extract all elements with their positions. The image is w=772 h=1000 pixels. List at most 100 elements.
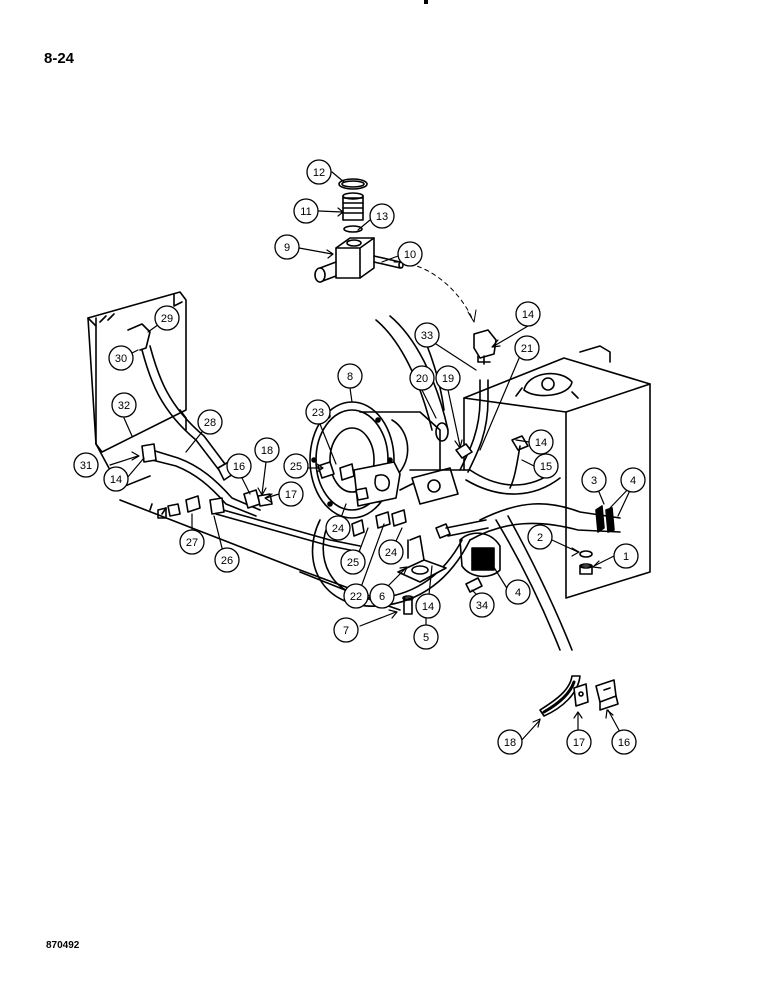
callout: 16 [226, 453, 252, 479]
svg-text:6: 6 [379, 591, 385, 603]
svg-text:19: 19 [442, 373, 454, 385]
svg-text:14: 14 [422, 601, 434, 613]
callout: 30 [108, 345, 134, 371]
svg-text:32: 32 [118, 400, 130, 412]
svg-text:4: 4 [630, 475, 636, 487]
callout: 11 [293, 198, 319, 224]
svg-text:22: 22 [350, 591, 362, 603]
callout: 12 [306, 159, 332, 185]
svg-text:3: 3 [591, 475, 597, 487]
svg-text:25: 25 [290, 461, 302, 473]
svg-text:16: 16 [618, 737, 630, 749]
callout: 31 [73, 452, 99, 478]
svg-text:2: 2 [537, 532, 543, 544]
clamp-detail [539, 675, 619, 717]
callout: 14 [415, 593, 441, 619]
svg-text:14: 14 [110, 474, 122, 486]
callout: 18 [254, 437, 280, 463]
svg-text:13: 13 [376, 211, 388, 223]
svg-text:23: 23 [312, 407, 324, 419]
svg-text:24: 24 [332, 523, 344, 535]
svg-text:30: 30 [115, 353, 127, 365]
svg-text:16: 16 [233, 461, 245, 473]
callout: 29 [154, 305, 180, 331]
callout: 14 [515, 301, 541, 327]
svg-text:17: 17 [285, 489, 297, 501]
svg-text:25: 25 [347, 557, 359, 569]
svg-text:7: 7 [343, 625, 349, 637]
svg-text:4: 4 [515, 587, 521, 599]
callout: 26 [214, 547, 240, 573]
svg-text:29: 29 [161, 313, 173, 325]
svg-text:18: 18 [504, 737, 516, 749]
callout: 6 [369, 583, 395, 609]
svg-text:1: 1 [623, 551, 629, 563]
svg-text:11: 11 [300, 206, 311, 218]
callout: 22 [343, 583, 369, 609]
callout: 27 [179, 529, 205, 555]
callout: 15 [533, 453, 559, 479]
callout: 7 [333, 617, 359, 643]
left-cooler-frame [87, 291, 187, 471]
valve-assembly [314, 178, 404, 283]
figure-code: 870492 [46, 940, 80, 951]
svg-text:10: 10 [404, 249, 416, 261]
callout: 9 [274, 234, 300, 260]
callout: 13 [369, 203, 395, 229]
svg-text:9: 9 [284, 242, 290, 254]
svg-text:33: 33 [421, 330, 433, 342]
callout: 28 [197, 409, 223, 435]
callouts: 12 11 13 9 10 29 30 33 14 21 8 20 19 32 … [73, 159, 646, 755]
callout: 4 [505, 579, 531, 605]
svg-text:14: 14 [535, 437, 547, 449]
svg-text:26: 26 [221, 555, 233, 567]
callout: 20 [409, 365, 435, 391]
svg-text:12: 12 [313, 167, 325, 179]
callout: 17 [566, 729, 592, 755]
svg-text:5: 5 [423, 632, 429, 644]
hydraulic-tank [463, 345, 651, 599]
plug-and-washer [579, 550, 593, 575]
hose-19-20 [409, 422, 473, 471]
svg-text:21: 21 [521, 343, 533, 355]
callout: 5 [413, 624, 439, 650]
svg-text:28: 28 [204, 417, 216, 429]
page-number: 8-24 [44, 50, 75, 67]
callout: 24 [378, 539, 404, 565]
callout: 16 [611, 729, 637, 755]
callout: 14 [103, 466, 129, 492]
callout: 3 [581, 467, 607, 493]
svg-text:15: 15 [540, 461, 552, 473]
callout: 23 [305, 399, 331, 425]
callout: 25 [340, 549, 366, 575]
svg-text:27: 27 [186, 537, 198, 549]
callout: 19 [435, 365, 461, 391]
svg-text:14: 14 [522, 309, 534, 321]
svg-text:18: 18 [261, 445, 273, 457]
svg-text:34: 34 [476, 600, 488, 612]
callout: 24 [325, 515, 351, 541]
svg-text:24: 24 [385, 547, 397, 559]
callout: 8 [337, 363, 363, 389]
callout: 25 [283, 453, 309, 479]
callout: 17 [278, 481, 304, 507]
elbow-fitting [473, 329, 497, 365]
svg-text:8: 8 [347, 371, 353, 383]
callout: 14 [528, 429, 554, 455]
callout: 10 [397, 241, 423, 267]
svg-text:31: 31 [80, 460, 92, 472]
callout: 18 [497, 729, 523, 755]
pump-flange [309, 401, 459, 519]
large-hose-4 [459, 503, 621, 651]
callout: 4 [620, 467, 646, 493]
callout: 1 [613, 543, 639, 569]
svg-text:20: 20 [416, 373, 428, 385]
callout: 34 [469, 592, 495, 618]
fittings [157, 461, 489, 593]
mount-plate [397, 535, 447, 615]
callout: 33 [414, 322, 440, 348]
callout: 21 [514, 335, 540, 361]
callout: 32 [111, 392, 137, 418]
hose-lower-left [141, 443, 261, 517]
